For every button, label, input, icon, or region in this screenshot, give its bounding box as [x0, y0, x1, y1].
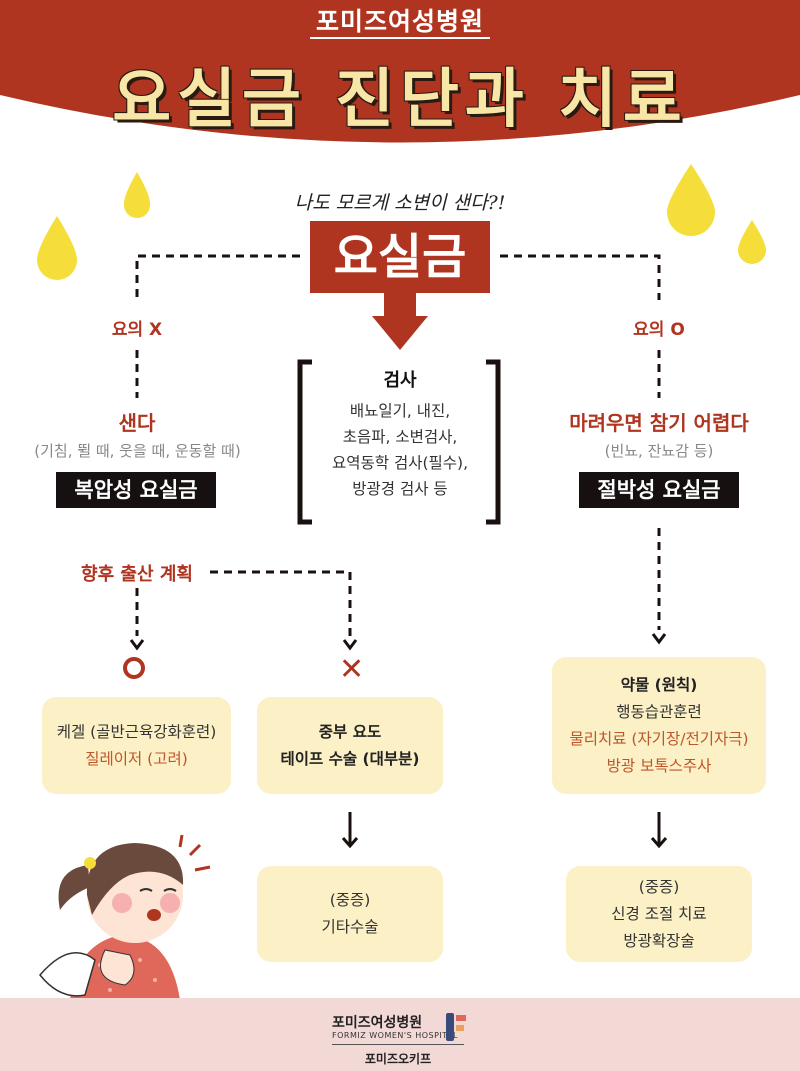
tape-surgery-box: 중부 요도 테이프 수술 (대부분) [257, 697, 443, 794]
bracket-right [486, 359, 501, 525]
drop-icon [123, 172, 151, 218]
botox-text: 방광 보톡스주사 [606, 756, 712, 775]
formiz-logo-icon [446, 1013, 466, 1041]
left-detail: (기침, 뛸 때, 웃을 때, 운동할 때) [34, 442, 241, 460]
right-symptom: 마려우면 참기 어렵다 [569, 411, 749, 435]
tape-surgery-text: 테이프 수술 (대부분) [280, 749, 420, 768]
drop-icon [738, 220, 766, 264]
right-condition: 요의 O [633, 320, 685, 340]
footer-divider [332, 1044, 464, 1045]
main-down-arrow [372, 292, 428, 350]
exam-title: 검사 [383, 370, 417, 391]
drop-icon [667, 164, 715, 236]
circle-o-icon [123, 657, 145, 679]
subtitle: 나도 모르게 소변이 샌다?! [294, 192, 506, 214]
midurethral-text: 중부 요도 [318, 722, 382, 741]
exam-block: 검사 배뇨일기, 내진, 초음파, 소변검사, 요역동학 검사(필수), 방광경… [316, 368, 484, 502]
urge-treatment-box: 약물 (원칙) 행동습관훈련 물리치료 (자기장/전기자극) 방광 보톡스주사 [552, 657, 766, 794]
left-symptom: 샌다 [118, 411, 156, 435]
arrow-icon [129, 639, 145, 651]
kegel-text: 케겔 (골반근육강화훈련) [56, 722, 217, 741]
arrow-icon [650, 812, 668, 849]
main-topic-box: 요실금 [310, 221, 490, 293]
behavior-training-text: 행동습관훈련 [616, 702, 702, 721]
left-severe-label: (중증) [329, 891, 371, 909]
right-severe-label: (중증) [638, 877, 680, 896]
exam-line: 배뇨일기, 내진, [349, 402, 451, 420]
arrow-icon [342, 639, 358, 651]
neuromodulation-text: 신경 조절 치료 [611, 904, 707, 923]
left-condition: 요의 X [111, 320, 163, 340]
laser-text: 질레이저 (고려) [85, 749, 188, 768]
footer: 포미즈여성병원 FORMIZ WOMEN'S HOSPITAL 포미즈오키프 [0, 998, 800, 1071]
other-surgery-text: 기타수술 [321, 918, 379, 936]
right-detail: (빈뇨, 잔뇨감 등) [604, 442, 714, 460]
exam-line: 방광경 검사 등 [352, 480, 448, 498]
arrow-icon [341, 812, 359, 849]
medication-text: 약물 (원칙) [620, 675, 698, 694]
footer-hospital-en: FORMIZ WOMEN'S HOSPITAL [332, 1031, 458, 1040]
drops-decoration [37, 164, 766, 280]
left-severe-box: (중증) 기타수술 [257, 866, 443, 962]
header-banner [0, 0, 800, 143]
right-severe-box: (중증) 신경 조절 치료 방광확장술 [566, 866, 752, 962]
hospital-underline [310, 37, 490, 39]
footer-hospital-name: 포미즈여성병원 [332, 1015, 423, 1031]
arrow-icon [651, 633, 667, 645]
stress-incontinence-box: 복압성 요실금 [56, 472, 216, 508]
physical-therapy-text: 물리치료 (자기장/전기자극) [569, 729, 749, 748]
footer-sub-brand: 포미즈오키프 [364, 1052, 432, 1066]
birth-plan-label: 향후 출산 계획 [81, 564, 193, 585]
urge-incontinence-box: 절박성 요실금 [579, 472, 739, 508]
bracket-left [297, 359, 312, 525]
kegel-treatment-box: 케겔 (골반근육강화훈련) 질레이저 (고려) [42, 697, 231, 794]
exam-line: 초음파, 소변검사, [342, 428, 458, 446]
drop-icon [37, 216, 77, 280]
page-title: 요실금 진단과 치료 [112, 63, 688, 137]
hospital-name: 포미즈여성병원 [315, 7, 484, 36]
flow-connectors [129, 254, 668, 849]
bladder-augmentation-text: 방광확장술 [623, 931, 695, 950]
cross-x-icon: ✕ [339, 652, 365, 687]
worried-girl-illustration [39, 834, 211, 1000]
exam-line: 요역동학 검사(필수), [331, 454, 469, 472]
